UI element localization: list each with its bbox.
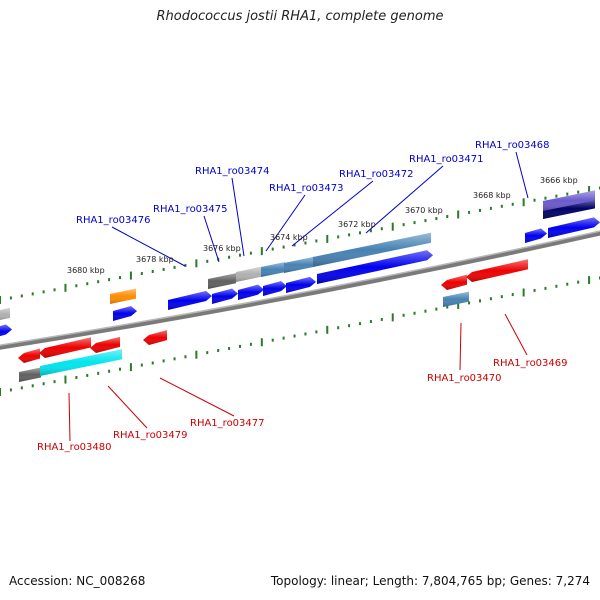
gene-label-ro03480[interactable]: RHA1_ro03480 [37, 442, 112, 453]
gene-block-shading [212, 288, 238, 304]
leader-ro03470 [459, 322, 462, 371]
gene-block-shading [40, 349, 122, 376]
gene-block-shading [548, 217, 600, 238]
gene-label-ro03468[interactable]: RHA1_ro03468 [475, 140, 550, 151]
gene-block-shading [525, 228, 547, 243]
scale-label: 3674 kbp [270, 233, 308, 242]
gene-block-shading [90, 336, 120, 353]
gene-block-shading [543, 190, 595, 211]
gene-block-shading [466, 259, 528, 282]
leader-ro03475 [203, 215, 220, 263]
scale-label: 3670 kbp [405, 206, 443, 215]
gene-block-shading [0, 307, 10, 320]
genome-backbone [0, 230, 600, 350]
leader-ro03468 [515, 151, 529, 199]
gene-block-shading [208, 273, 236, 289]
gene-label-ro03474[interactable]: RHA1_ro03474 [195, 166, 270, 177]
leader-ro03476 [111, 226, 186, 267]
gene-label-ro03470[interactable]: RHA1_ro03470 [427, 373, 502, 384]
gene-block-shading [39, 337, 91, 358]
gene-label-ro03471[interactable]: RHA1_ro03471 [409, 154, 484, 165]
gene-label-ro03476[interactable]: RHA1_ro03476 [76, 215, 151, 226]
label-leaders [68, 151, 529, 442]
gene-block-shading [168, 290, 212, 310]
gene-block-shading [543, 198, 595, 219]
accession-text: Accession: NC_008268 [9, 574, 146, 588]
leader-ro03480 [68, 392, 71, 442]
gene-block-shading [284, 256, 314, 273]
gene-block-shading [236, 266, 262, 282]
gene-block-shading [18, 348, 40, 363]
gene-block-shading [19, 367, 41, 382]
gene-block-shading [317, 250, 433, 284]
gene-block-shading [110, 288, 136, 304]
backbone-highlight [0, 230, 600, 346]
gene-block-shading [286, 276, 316, 293]
scale-label: 3666 kbp [540, 176, 578, 185]
gene-label-ro03477[interactable]: RHA1_ro03477 [190, 418, 265, 429]
gene-block-shading [441, 274, 467, 290]
gene-label-ro03472[interactable]: RHA1_ro03472 [339, 169, 414, 180]
leader-ro03473 [265, 194, 306, 252]
gene-block-shading [0, 324, 12, 337]
tick-marks [0, 186, 600, 396]
gene-block-shading [443, 291, 469, 307]
scale-label: 3678 kbp [136, 255, 174, 264]
leader-ro03474 [231, 177, 245, 257]
gene-label-ro03479[interactable]: RHA1_ro03479 [113, 430, 188, 441]
gene-label-ro03469[interactable]: RHA1_ro03469 [493, 358, 568, 369]
leader-ro03479 [107, 385, 148, 429]
scale-label: 3676 kbp [203, 244, 241, 253]
gene-block-shading [143, 330, 167, 345]
backbone-line [0, 230, 600, 350]
leader-ro03471 [365, 165, 444, 234]
gene-block-shading [263, 281, 287, 296]
gene-block-shading [238, 284, 264, 300]
leader-ro03477 [159, 377, 235, 417]
leader-ro03472 [291, 180, 374, 247]
genome-title: Rhodococcus jostii RHA1, complete genome [156, 9, 444, 24]
scale-label: 3672 kbp [338, 220, 376, 229]
gene-block-shading [313, 232, 431, 267]
gene-block-shading [261, 262, 285, 277]
genome-summary-text: Topology: linear; Length: 7,804,765 bp; … [270, 574, 590, 588]
scale-label: 3668 kbp [473, 191, 511, 200]
gene-label-ro03475[interactable]: RHA1_ro03475 [153, 204, 228, 215]
gene-label-ro03473[interactable]: RHA1_ro03473 [269, 183, 344, 194]
gene-block-shading [113, 306, 137, 321]
leader-ro03469 [504, 313, 528, 356]
scale-label: 3680 kbp [67, 266, 105, 275]
gene-blocks [0, 190, 600, 382]
